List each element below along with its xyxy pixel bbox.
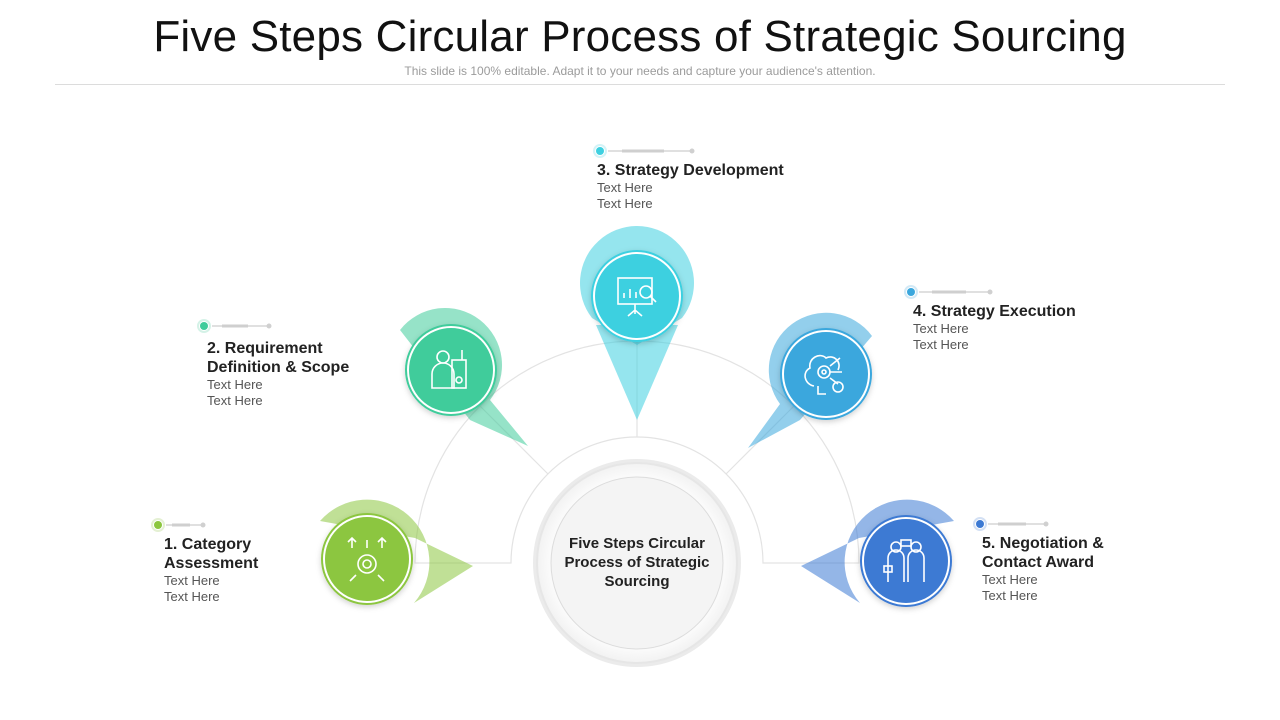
step-4-pin [748, 312, 872, 448]
step-3-pin [580, 226, 694, 420]
person-document-icon [431, 350, 467, 389]
step-3-text-2: Text Here [597, 196, 653, 211]
step-3-heading: 3. Strategy Development [597, 162, 784, 179]
step-4-text-2: Text Here [913, 337, 969, 352]
presentation-chart-icon [617, 277, 657, 317]
step-3-text-1: Text Here [597, 180, 653, 195]
step-1-text-1: Text Here [164, 573, 220, 588]
connector-4 [904, 285, 993, 299]
connector-5 [973, 517, 1049, 531]
step-2-text-1: Text Here [207, 377, 263, 392]
step-2-text-2: Text Here [207, 393, 263, 408]
step-1-label: 1. Category Assessment Text Here Text He… [164, 535, 284, 605]
brain-target-icon [804, 354, 844, 395]
step-1-pin [320, 499, 473, 605]
connector-2 [197, 319, 272, 333]
center-label: Five Steps Circular Process of Strategic… [564, 535, 710, 590]
page-subtitle: This slide is 100% editable. Adapt it to… [404, 64, 876, 78]
step-2-pin [400, 307, 528, 446]
gears-arrows-icon [347, 536, 387, 582]
step-5-label: 5. Negotiation & Contact Award Text Here… [982, 534, 1122, 604]
title-divider [55, 84, 1225, 85]
step-4-text-1: Text Here [913, 321, 969, 336]
step-3-label: 3. Strategy Development Text Here Text H… [597, 161, 827, 212]
two-people-icon [883, 539, 925, 582]
step-5-text-1: Text Here [982, 572, 1038, 587]
step-1-text-2: Text Here [164, 589, 220, 604]
step-5-heading: 5. Negotiation & Contact Award [982, 535, 1104, 571]
step-2-label: 2. Requirement Definition & Scope Text H… [207, 339, 367, 409]
step-4-label: 4. Strategy Execution Text Here Text Her… [913, 302, 1143, 353]
step-4-heading: 4. Strategy Execution [913, 303, 1076, 320]
connector-1 [151, 518, 206, 532]
center-hub [533, 459, 741, 667]
step-1-heading: 1. Category Assessment [164, 536, 259, 572]
step-5-pin [801, 499, 954, 607]
connector-3 [593, 144, 695, 158]
step-5-text-2: Text Here [982, 588, 1038, 603]
step-2-heading: 2. Requirement Definition & Scope [207, 340, 350, 376]
page-title: Five Steps Circular Process of Strategic… [153, 12, 1127, 61]
